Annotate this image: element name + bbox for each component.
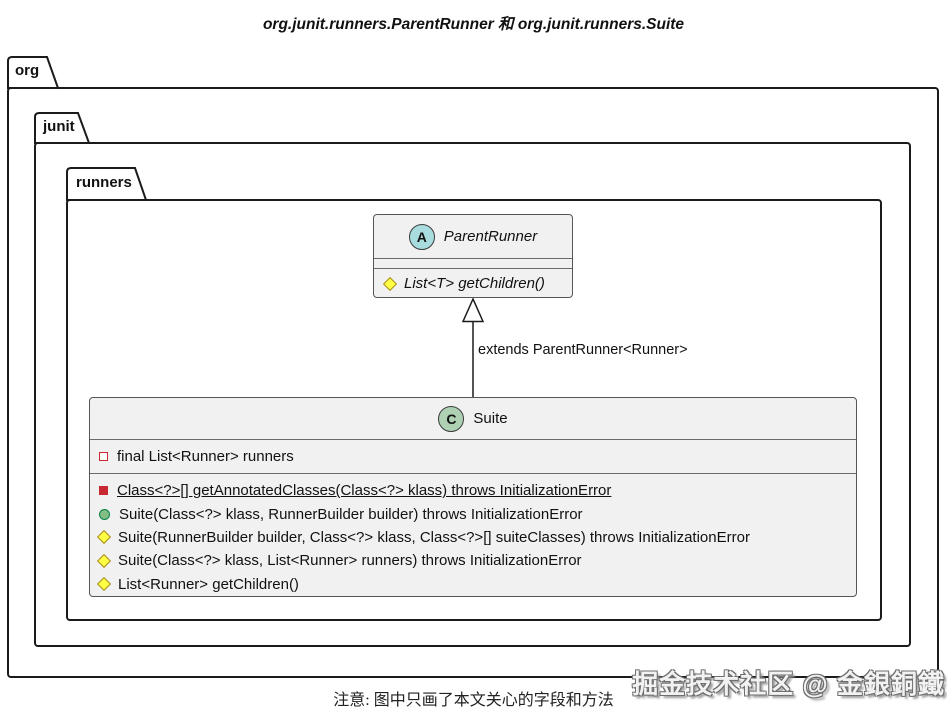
fields-compartment: final List<Runner> runners [90, 440, 856, 474]
fields-compartment-empty [374, 259, 572, 269]
method-text: Suite(Class<?> klass, List<Runner> runne… [118, 552, 582, 570]
inheritance-edge-label: extends ParentRunner<Runner> [478, 342, 688, 358]
protected-diamond-icon [96, 530, 112, 545]
inheritance-triangle-icon [461, 297, 485, 323]
package-label-org: org [15, 62, 40, 79]
method-row: Class<?>[] getAnnotatedClasses(Class<?> … [90, 479, 856, 502]
class-name: ParentRunner [443, 228, 538, 245]
method-text: List<Runner> getChildren() [118, 575, 299, 593]
public-circle-icon [99, 508, 110, 520]
field-text: final List<Runner> runners [117, 448, 294, 465]
method-row: Suite(Class<?> klass, List<Runner> runne… [90, 549, 856, 572]
protected-diamond-icon [96, 577, 112, 592]
package-label-junit: junit [43, 118, 75, 135]
class-header-suite: C Suite [90, 398, 856, 440]
class-icon: C [438, 405, 465, 432]
method-row: Suite(RunnerBuilder builder, Class<?> kl… [90, 526, 856, 549]
diagram-caption: 注意: 图中只画了本文关心的字段和方法 [333, 692, 614, 709]
package-runners-tab [66, 167, 148, 201]
method-text: List<T> getChildren() [404, 275, 545, 292]
protected-diamond-icon [382, 276, 398, 291]
class-name: Suite [473, 410, 508, 427]
package-label-runners: runners [76, 174, 132, 191]
method-row: List<T> getChildren() [374, 269, 572, 297]
class-box-parentrunner: A ParentRunner List<T> getChildren() [373, 214, 573, 298]
watermark: 掘金技术社区 @ 金銀銅鐵 [632, 669, 945, 699]
package-org-tab [7, 56, 60, 89]
method-text: Class<?>[] getAnnotatedClasses(Class<?> … [117, 482, 612, 500]
abstract-class-icon: A [408, 223, 435, 250]
method-row: Suite(Class<?> klass, RunnerBuilder buil… [90, 502, 856, 525]
class-box-suite: C Suite final List<Runner> runners Class… [89, 397, 857, 597]
field-row: final List<Runner> runners [90, 440, 856, 473]
private-square-icon [99, 486, 108, 496]
method-text: Suite(Class<?> klass, RunnerBuilder buil… [119, 505, 583, 523]
package-junit-tab [34, 112, 91, 144]
protected-diamond-icon [96, 553, 112, 568]
private-square-outline-icon [99, 452, 108, 461]
class-header-parentrunner: A ParentRunner [374, 215, 572, 259]
method-row: List<Runner> getChildren() [90, 573, 856, 596]
method-text: Suite(RunnerBuilder builder, Class<?> kl… [118, 528, 750, 546]
diagram-title: org.junit.runners.ParentRunner 和 org.jun… [262, 16, 685, 33]
methods-compartment: Class<?>[] getAnnotatedClasses(Class<?> … [90, 474, 856, 596]
